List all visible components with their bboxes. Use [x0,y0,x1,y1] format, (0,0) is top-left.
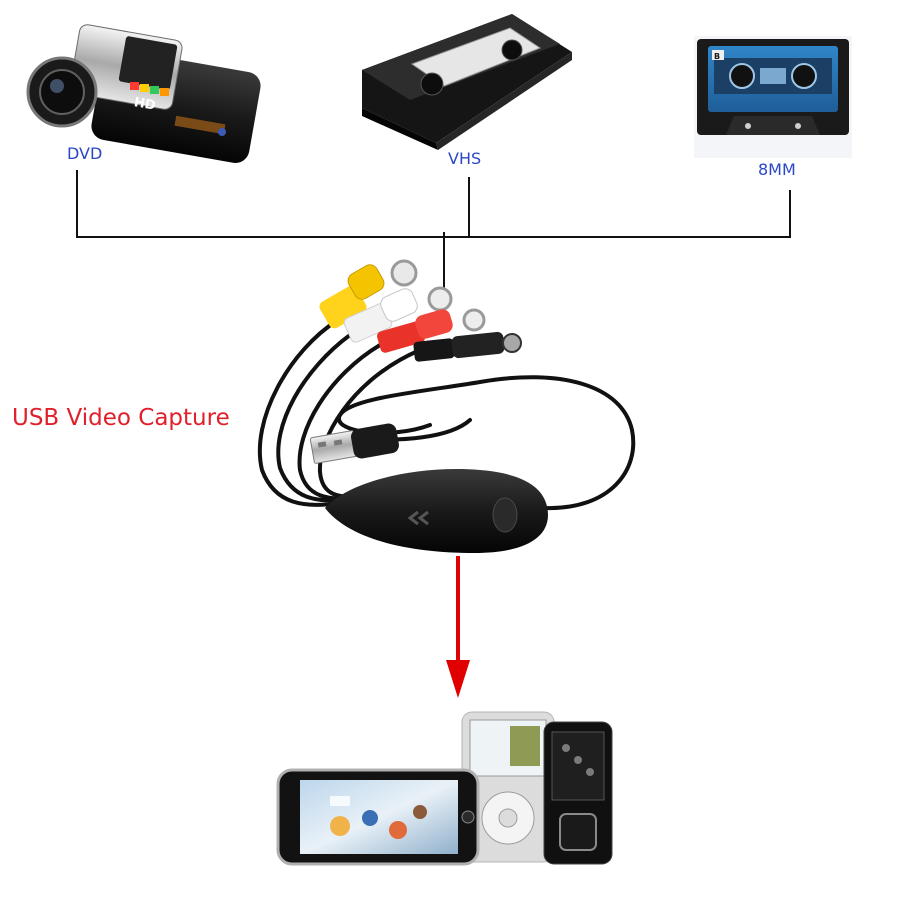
arrow-down-icon [446,556,470,698]
camcorder-icon: HD [26,24,261,163]
rca-plug-yellow-icon [319,259,418,329]
rca-plug-white-icon [343,286,453,343]
cassette-tape-icon: B [694,36,852,158]
media-players-icon [276,711,613,866]
usb-capture-device-icon [325,469,548,553]
vhs-tape-icon [362,14,572,150]
device-label-vhs: VHS [448,149,482,168]
camcorder-hd-badge: HD [133,95,157,114]
capture-device-label: USB Video Capture [12,405,230,431]
cassette-side-label: B [714,52,720,61]
device-label-8mm: 8MM [758,160,796,179]
connector-lines [76,170,791,288]
usb-plug-icon [309,423,399,464]
rca-plug-red-icon [377,308,486,353]
device-label-dvd: DVD [67,144,103,163]
usb-capture-cable [257,318,636,511]
connector-dvd [76,170,791,238]
svideo-plug-icon [413,331,522,362]
